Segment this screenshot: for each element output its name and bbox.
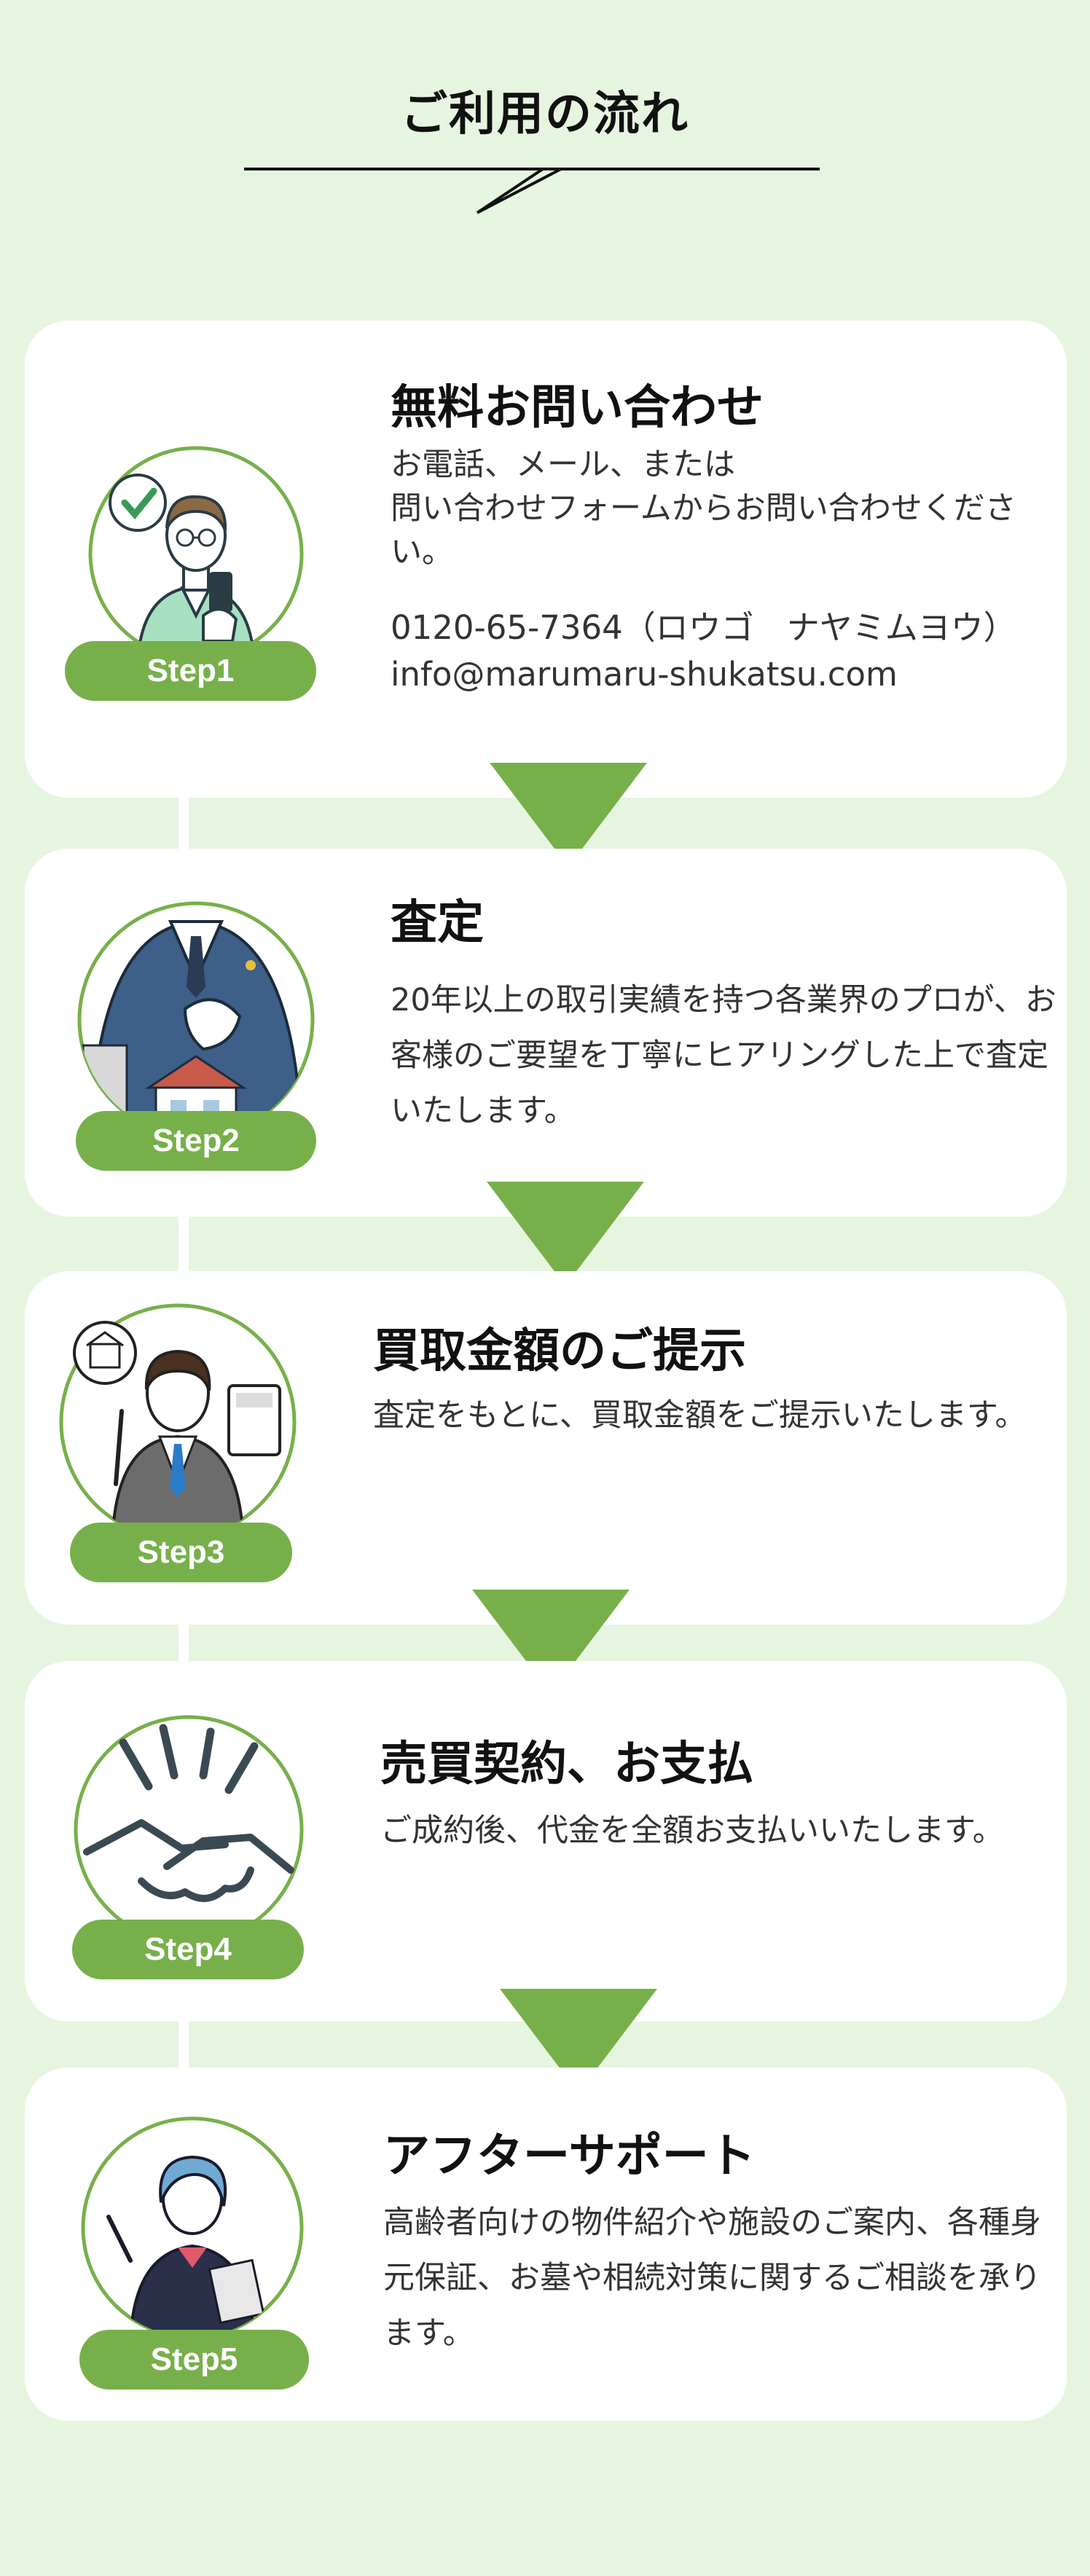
step-description: 査定をもとに、買取金額をご提示いたします。 [373, 1397, 1027, 1434]
step-badge: Step3 [70, 1523, 292, 1582]
step-title: アフターサポート [383, 2129, 756, 2183]
step-description: お電話、メール、または 問い合わせフォームからお問い合わせください。 [391, 447, 1016, 570]
step-card-5: Step5 アフターサポート 高齢者向けの物件紹介や施設のご案内、各種身元保証、… [25, 2068, 1067, 2421]
man-with-calculator-icon [59, 1303, 297, 1541]
man-with-phone-icon [88, 446, 304, 661]
step-title: 無料お問い合わせ [391, 381, 764, 435]
support-woman-icon [81, 2116, 304, 2339]
step-title: 買取金額のご提示 [373, 1324, 746, 1378]
step-badge: Step1 [65, 641, 316, 701]
step-description: 高齢者向けの物件紹介や施設のご案内、各種身元保証、お墓や相続対策に関するご相談を… [383, 2204, 1041, 2352]
arrow-down-icon [487, 1182, 644, 1286]
page-title: ご利用の流れ [401, 87, 689, 141]
businessman-with-buildings-icon [77, 901, 315, 1139]
step-card-2: Step2 査定 20年以上の取引実績を持つ各業界のプロが、お客様のご要望を丁寧… [25, 849, 1067, 1217]
step-badge: Step5 [79, 2330, 309, 2390]
step-title: 売買契約、お支払 [380, 1737, 753, 1791]
handshake-icon [74, 1715, 304, 1945]
step-card-4: Step4 売買契約、お支払 ご成約後、代金を全額お支払いいたします。 [25, 1661, 1067, 2022]
step-description: ご成約後、代金を全額お支払いいたします。 [380, 1813, 1004, 1849]
email-address[interactable]: info@marumaru-shukatsu.com [391, 655, 898, 694]
step-card-3: Step3 買取金額のご提示 査定をもとに、買取金額をご提示いたします。 [25, 1271, 1067, 1625]
step-badge: Step4 [72, 1920, 304, 1979]
phone-number[interactable]: 0120-65-7364（ロウゴ ナヤミムヨウ） [391, 608, 1016, 647]
step-title: 査定 [391, 896, 484, 950]
step-description: 20年以上の取引実績を持つ各業界のプロが、お客様のご要望を丁寧にヒアリングした上… [391, 982, 1056, 1129]
step-card-1: Step1 無料お問い合わせ お電話、メール、または 問い合わせフォームからお問… [25, 321, 1067, 798]
speech-bubble-underline [244, 168, 820, 214]
step-badge: Step2 [76, 1111, 316, 1171]
